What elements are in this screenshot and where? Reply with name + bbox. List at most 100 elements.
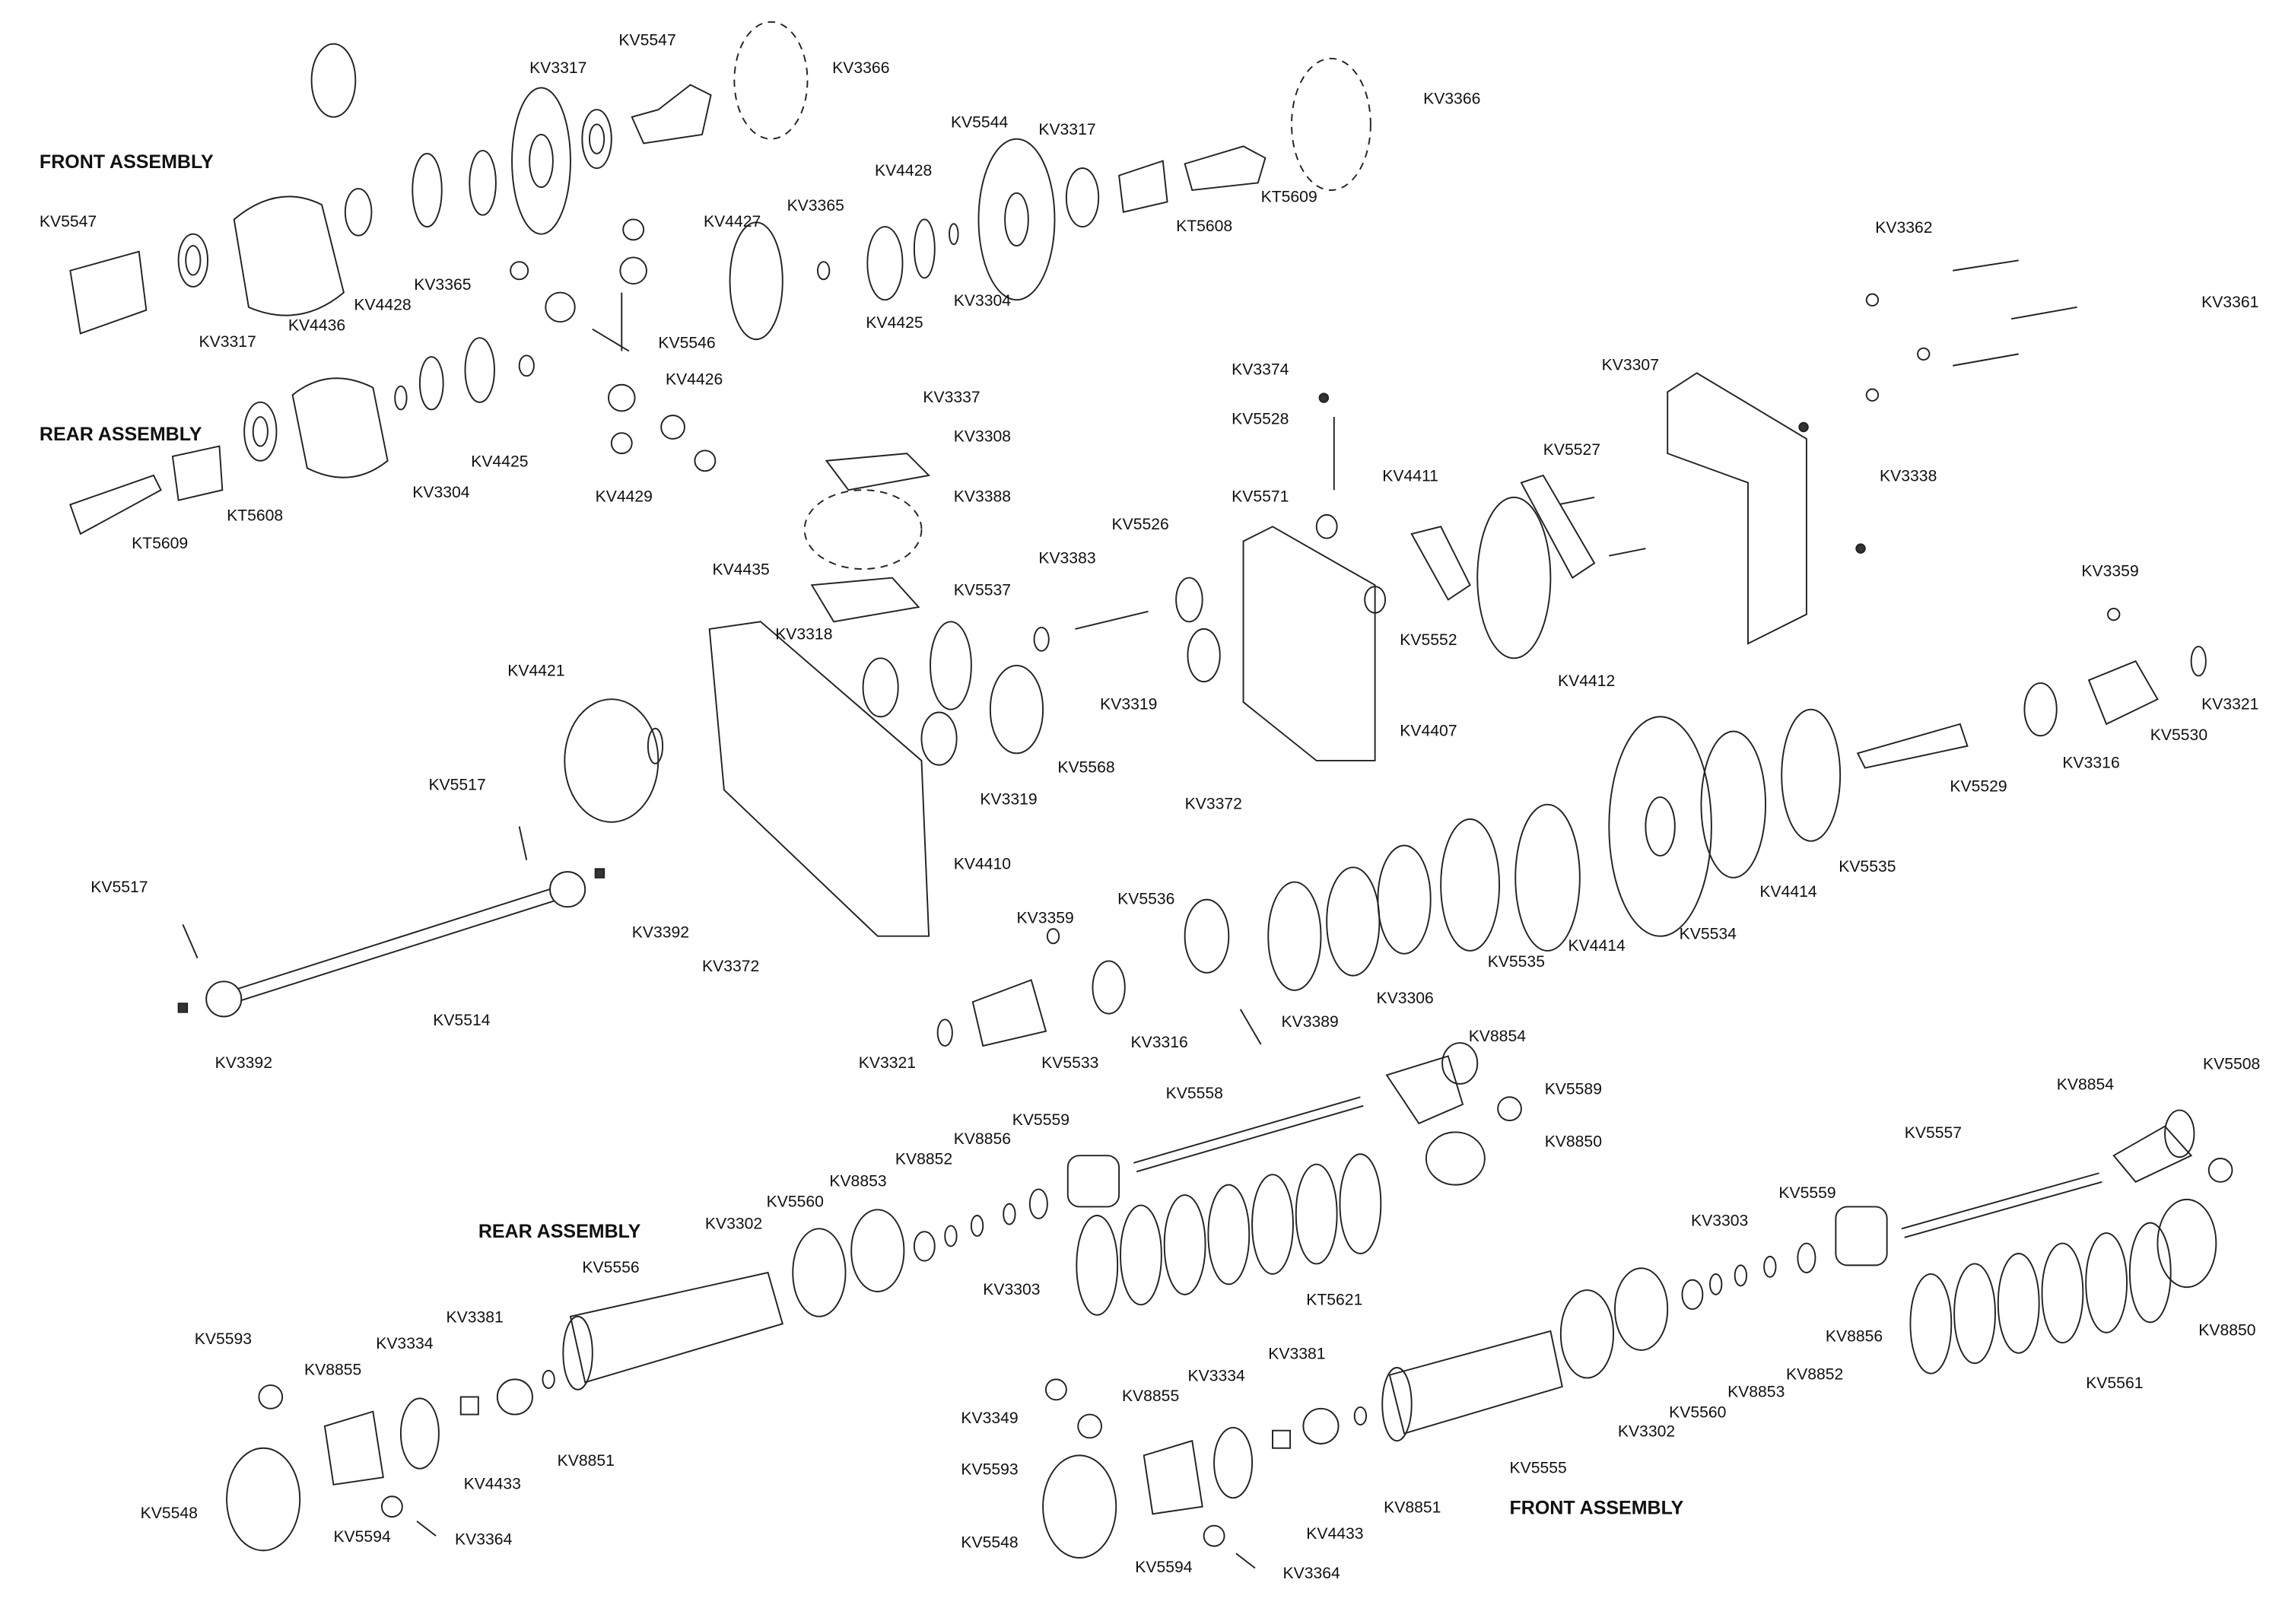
part-number-label: KV5560	[766, 1193, 824, 1212]
part-number-label: KV5589	[1544, 1081, 1602, 1099]
part-number-label: KV8850	[1544, 1133, 1602, 1152]
part-number-label: KV8852	[895, 1151, 953, 1169]
part-number-label: KV5534	[1679, 926, 1737, 944]
part-number-label: KV5508	[2203, 1056, 2261, 1074]
part-number-label: KV3388	[953, 488, 1012, 507]
part-number-label: KV3334	[376, 1335, 434, 1353]
part-number-label: KV3334	[1187, 1368, 1245, 1386]
part-number-label: KV5568	[1057, 759, 1115, 777]
part-number-label: KV8854	[2056, 1076, 2115, 1095]
part-number-label: KV8852	[1785, 1366, 1844, 1384]
driveshaft-parts	[177, 826, 1262, 1047]
part-number-label: KV3366	[832, 59, 890, 78]
part-number-label: KV3374	[1232, 361, 1289, 380]
part-number-label: KV4428	[354, 297, 412, 315]
part-number-label: KV5548	[140, 1505, 198, 1523]
part-number-label: KV5593	[194, 1330, 253, 1349]
part-number-label: KV5544	[950, 113, 1009, 132]
slipper-clutch-parts	[1184, 608, 2207, 991]
part-number-label: KV8853	[829, 1173, 887, 1191]
part-number-label: KV5593	[961, 1461, 1019, 1479]
part-number-label: KV5556	[582, 1259, 640, 1277]
part-number-label: KV5535	[1487, 953, 1545, 971]
part-number-label: KV5514	[433, 1012, 491, 1030]
part-number-label: KV3317	[199, 333, 256, 351]
part-number-label: KV5594	[1135, 1559, 1193, 1577]
part-number-label: KV3317	[1038, 121, 1096, 139]
front-spring	[1909, 1222, 2172, 1375]
part-number-label: KV5557	[1904, 1124, 1963, 1143]
part-number-label: KV4429	[595, 488, 653, 507]
part-number-label: KV3392	[215, 1054, 272, 1073]
part-number-label: KV4427	[703, 213, 761, 231]
part-number-label: KV3364	[455, 1531, 513, 1549]
part-number-label: KV3364	[1282, 1565, 1340, 1583]
shock-parts	[226, 1042, 2233, 1569]
part-number-label: KV8856	[1825, 1328, 1883, 1346]
part-number-label: KV3303	[1690, 1212, 1749, 1231]
part-number-label: KV8850	[2198, 1322, 2256, 1340]
part-number-label: KV4421	[507, 663, 565, 681]
part-number-label: KV5560	[1669, 1404, 1727, 1422]
part-number-label: KV3365	[787, 197, 844, 215]
part-number-label: KV8855	[1121, 1387, 1180, 1406]
part-number-label: KV5546	[658, 335, 716, 353]
part-number-label: KV4414	[1568, 937, 1626, 955]
part-number-label: KV5547	[618, 32, 676, 50]
part-number-label: KV8851	[557, 1452, 615, 1470]
part-number-label: KV3372	[1184, 796, 1242, 814]
part-number-label: KV5559	[1778, 1184, 1836, 1203]
part-number-label: KV5517	[428, 777, 486, 795]
part-number-label: KV3317	[529, 59, 587, 78]
part-number-label: KV8856	[953, 1130, 1012, 1149]
part-number-label: KV3366	[1423, 91, 1481, 109]
part-number-label: KV3381	[446, 1309, 504, 1327]
part-number-label: KV3307	[1601, 357, 1659, 375]
part-number-label: KV5536	[1117, 891, 1175, 909]
part-number-label: KV3361	[2201, 294, 2259, 312]
part-number-label: KV8853	[1727, 1384, 1785, 1402]
part-number-label: KV5517	[91, 879, 148, 897]
part-number-label: KV3337	[923, 389, 980, 407]
part-number-label: KV5537	[953, 582, 1012, 600]
part-number-label: KV8851	[1384, 1499, 1441, 1518]
part-number-label: KV8855	[304, 1362, 362, 1380]
part-number-label: KV4425	[866, 314, 923, 332]
assembly-heading: REAR ASSEMBLY	[39, 422, 202, 445]
part-number-label: KV3392	[631, 924, 690, 942]
part-number-label: KV4435	[712, 561, 770, 580]
part-number-label: KV4414	[1759, 883, 1817, 901]
part-number-label: KV3304	[412, 484, 470, 502]
part-number-label: KV3319	[1100, 696, 1158, 714]
part-number-label: KV5552	[1400, 631, 1457, 650]
part-number-label: KV4433	[1306, 1525, 1364, 1543]
part-number-label: KT5621	[1306, 1292, 1363, 1310]
part-number-label: KV3359	[1016, 910, 1074, 928]
part-number-label: KV3319	[980, 791, 1038, 809]
part-number-label: KV3302	[704, 1216, 763, 1234]
part-number-label: KV3316	[2062, 755, 2120, 773]
part-number-label: KV5547	[39, 213, 97, 231]
part-number-label: KV3365	[414, 276, 472, 294]
assembly-heading: FRONT ASSEMBLY	[1509, 1496, 1684, 1519]
part-number-label: KV3381	[1268, 1346, 1326, 1364]
rear-differential-parts	[69, 337, 535, 536]
part-number-label: KV4412	[1557, 672, 1616, 691]
part-number-label: KV3359	[2081, 563, 2139, 581]
part-number-label: KV5530	[2150, 726, 2208, 745]
part-number-label: KV4411	[1382, 468, 1438, 486]
front-pinion-parts	[729, 57, 1371, 341]
part-number-label: KV5571	[1232, 488, 1289, 507]
part-number-label: KV4428	[874, 162, 933, 180]
part-number-label: KV3318	[775, 626, 833, 644]
spider-gears	[510, 218, 717, 472]
part-number-label: KV5559	[1012, 1111, 1070, 1130]
part-number-label: KV5529	[1950, 778, 2007, 796]
part-number-label: KV4436	[288, 317, 346, 335]
part-number-label: KT5608	[227, 507, 284, 526]
part-number-label: KV4407	[1400, 722, 1457, 741]
part-number-label: KT5609	[132, 535, 189, 553]
part-number-label: KV3303	[983, 1281, 1041, 1299]
